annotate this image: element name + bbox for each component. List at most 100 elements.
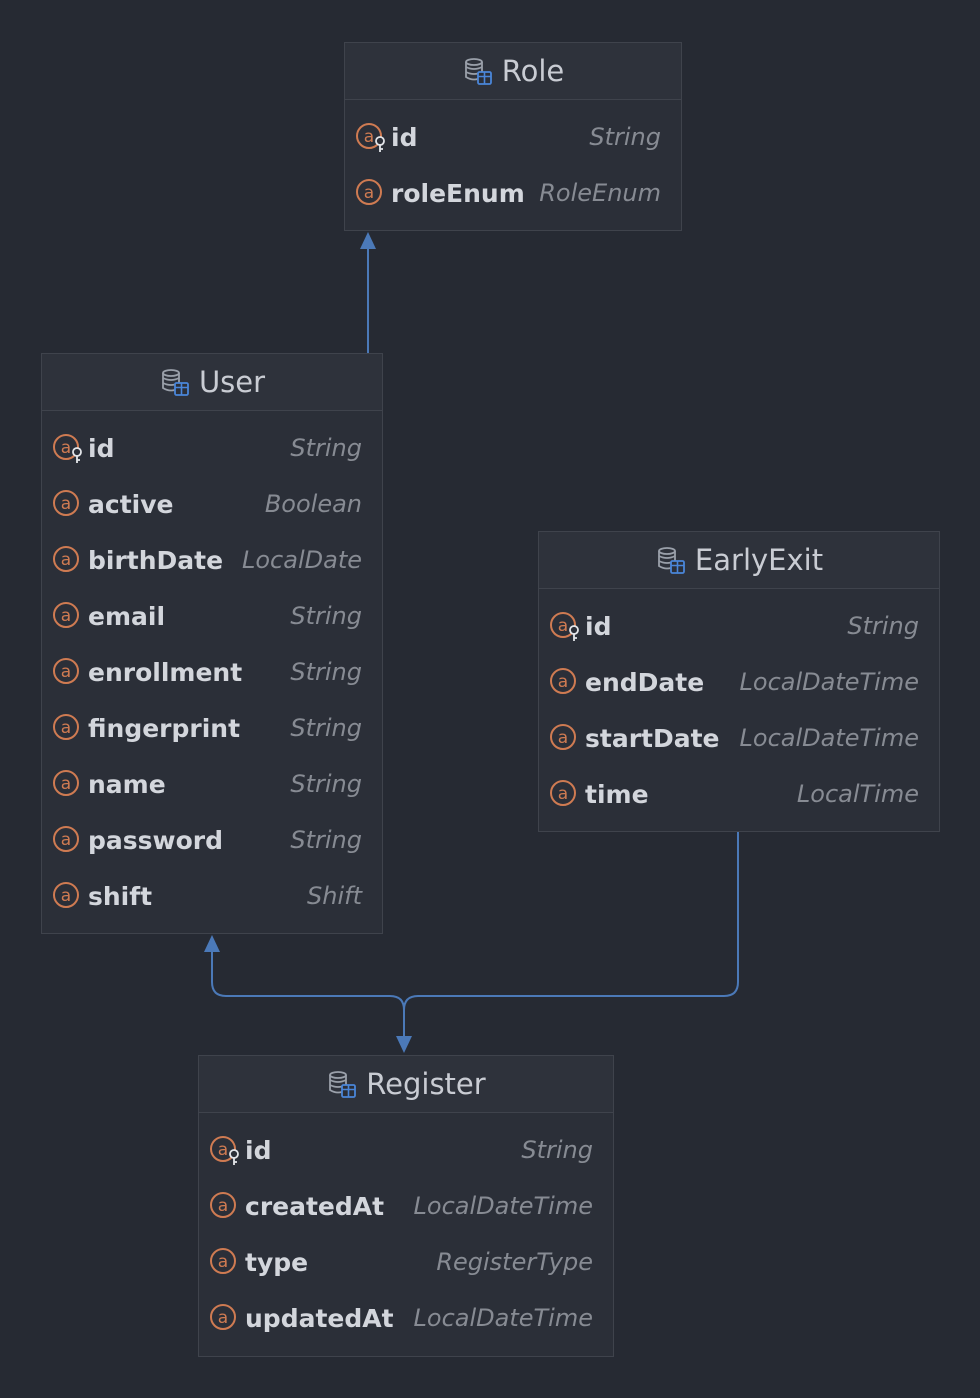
svg-text:a: a [218, 1308, 228, 1328]
field-annotation-icon: a [355, 177, 389, 209]
entity-header: User [42, 354, 382, 411]
field-row[interactable]: a startDate LocalDateTime [539, 710, 939, 766]
field-type: LocalDateTime [739, 724, 919, 752]
field-type: RegisterType [436, 1248, 593, 1276]
svg-text:a: a [364, 183, 374, 203]
field-type: String [290, 602, 362, 630]
field-type: String [290, 826, 362, 854]
connector-register-to-user[interactable] [211, 942, 405, 1048]
field-type: String [290, 658, 362, 686]
entity-header: Role [345, 43, 681, 100]
field-type: LocalDateTime [413, 1304, 593, 1332]
svg-text:a: a [61, 886, 71, 906]
field-row[interactable]: a password String [42, 812, 382, 868]
database-table-icon [462, 55, 494, 87]
arrowhead-register [396, 1036, 412, 1053]
field-annotation-icon: a [549, 666, 583, 698]
field-type: LocalDateTime [739, 668, 919, 696]
field-type: String [290, 714, 362, 742]
field-annotation-icon: a [52, 768, 86, 800]
field-name: id [88, 433, 115, 463]
database-table-icon [655, 544, 687, 576]
field-type: String [521, 1136, 593, 1164]
entity-title: Role [501, 54, 565, 88]
primary-key-field-icon: a [355, 121, 389, 153]
field-name: endDate [585, 667, 705, 697]
arrowhead-role [360, 232, 376, 249]
field-annotation-icon: a [52, 488, 86, 520]
field-name: roleEnum [391, 178, 525, 208]
field-type: RoleEnum [539, 179, 661, 207]
field-name: createdAt [245, 1191, 385, 1221]
svg-text:a: a [558, 728, 568, 748]
field-name: updatedAt [245, 1303, 394, 1333]
field-type: Shift [307, 882, 362, 910]
database-table-icon [159, 366, 191, 398]
field-row[interactable]: a roleEnum RoleEnum [345, 165, 681, 221]
field-name: name [88, 769, 166, 799]
entity-header: EarlyExit [539, 532, 939, 589]
field-name: startDate [585, 723, 720, 753]
svg-text:a: a [364, 127, 374, 147]
field-name: password [88, 825, 224, 855]
field-annotation-icon: a [52, 712, 86, 744]
entity-title: EarlyExit [694, 543, 824, 577]
primary-key-field-icon: a [52, 432, 86, 464]
field-row[interactable]: a updatedAt LocalDateTime [199, 1290, 613, 1346]
primary-key-field-icon: a [209, 1134, 243, 1166]
svg-text:a: a [61, 550, 71, 570]
connector-earlyexit-to-register[interactable] [403, 832, 739, 1011]
field-annotation-icon: a [52, 880, 86, 912]
svg-text:a: a [61, 718, 71, 738]
svg-text:a: a [61, 494, 71, 514]
primary-key-field-icon: a [549, 610, 583, 642]
entity-title: Register [366, 1067, 486, 1101]
field-annotation-icon: a [209, 1246, 243, 1278]
svg-text:a: a [558, 784, 568, 804]
field-name: enrollment [88, 657, 243, 687]
field-name: id [585, 611, 612, 641]
field-type: String [290, 434, 362, 462]
field-annotation-icon: a [52, 600, 86, 632]
field-type: LocalDateTime [413, 1192, 593, 1220]
field-annotation-icon: a [209, 1302, 243, 1334]
svg-text:a: a [218, 1252, 228, 1272]
field-annotation-icon: a [549, 778, 583, 810]
svg-text:a: a [61, 606, 71, 626]
arrowhead-user [204, 935, 220, 952]
field-name: email [88, 601, 166, 631]
entity-title: User [198, 365, 266, 399]
field-name: id [245, 1135, 272, 1165]
field-type: String [589, 123, 661, 151]
field-annotation-icon: a [209, 1190, 243, 1222]
svg-text:a: a [218, 1140, 228, 1160]
field-type: Boolean [264, 490, 362, 518]
field-type: LocalDate [242, 546, 362, 574]
field-name: type [245, 1247, 309, 1277]
svg-text:a: a [61, 830, 71, 850]
field-annotation-icon: a [52, 544, 86, 576]
